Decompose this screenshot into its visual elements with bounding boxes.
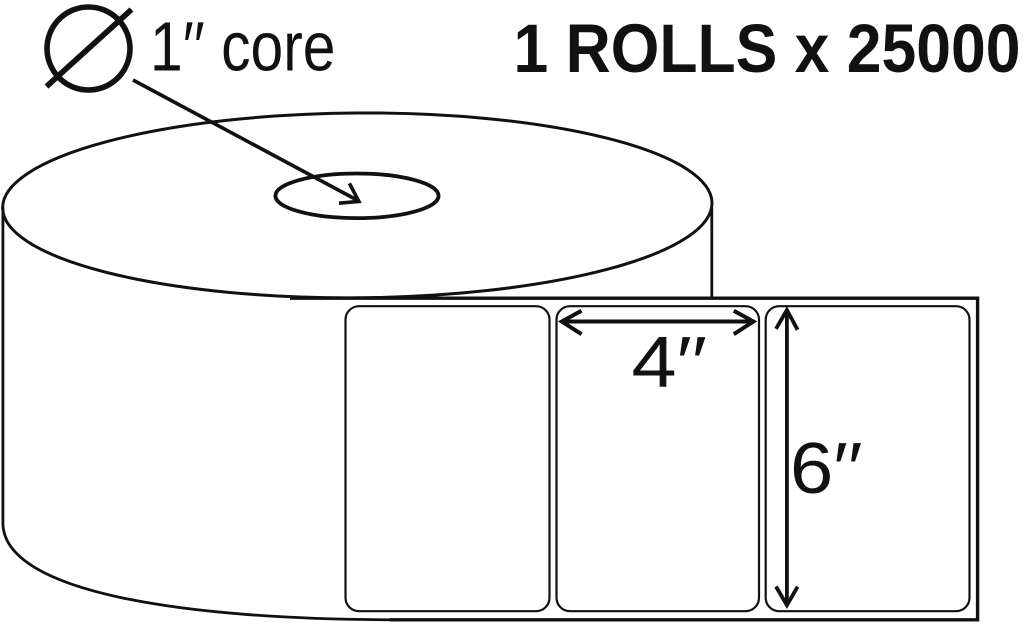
svg-text:1′′ core: 1′′ core: [150, 8, 336, 86]
svg-text:6′′: 6′′: [790, 429, 863, 509]
svg-text:4′′: 4′′: [632, 323, 708, 403]
svg-text:1 ROLLS x 25000: 1 ROLLS x 25000: [514, 10, 1021, 87]
